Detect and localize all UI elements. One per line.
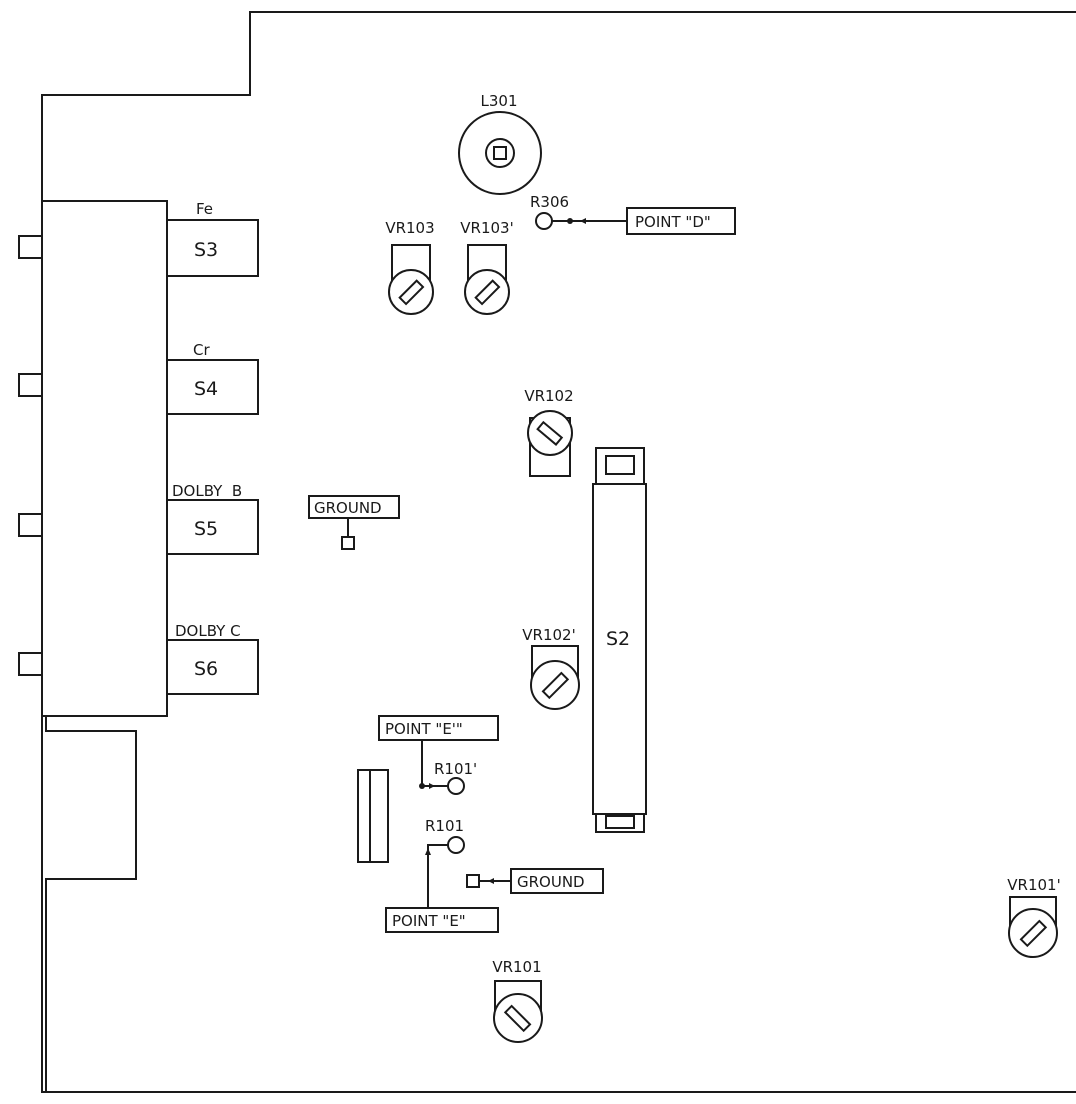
point-d-box [626, 207, 736, 235]
switch-knob-s4[interactable] [18, 373, 43, 397]
label-r101p: R101' [434, 760, 477, 778]
coil-l301-outer [458, 111, 542, 195]
junction-dot-d [567, 218, 573, 224]
trimmer-vr103p[interactable] [464, 244, 510, 315]
label-r101: R101 [425, 817, 464, 835]
coil-l301-slot [493, 146, 507, 160]
switch-s5[interactable] [166, 499, 259, 555]
test-pad-r306[interactable] [535, 212, 553, 230]
ground-bottom-pad[interactable] [466, 874, 480, 888]
label-s3: S3 [194, 239, 218, 261]
label-vr102p: VR102' [522, 626, 575, 644]
label-s2: S2 [606, 628, 630, 650]
switch-knob-s5[interactable] [18, 513, 43, 537]
point-e-box [385, 907, 499, 933]
label-s5: S5 [194, 518, 218, 540]
switch-knob-s6[interactable] [18, 652, 43, 676]
label-point-d: POINT "D" [635, 213, 711, 231]
label-point-e: POINT "E" [392, 912, 466, 930]
trimmer-vr102[interactable] [527, 410, 573, 477]
coil-l301-core[interactable] [485, 138, 515, 168]
label-vr103p: VR103' [460, 219, 513, 237]
label-dolby-c: DOLBY C [175, 622, 241, 640]
arrow-r101p [429, 783, 435, 789]
label-vr101p: VR101' [1007, 876, 1060, 894]
label-s4: S4 [194, 378, 218, 400]
trimmer-vr101[interactable] [493, 980, 543, 1043]
point-ep-box [378, 715, 499, 741]
label-vr103: VR103 [385, 219, 434, 237]
test-pad-r101p[interactable] [447, 777, 465, 795]
arrow-ground-bottom [488, 878, 494, 884]
label-point-ep: POINT "E'" [385, 720, 463, 738]
switch-s4[interactable] [166, 359, 259, 415]
trimmer-vr102p[interactable] [530, 645, 580, 710]
label-dolby-b: DOLBY B [172, 482, 242, 500]
lead-r101-point-e [427, 844, 448, 908]
test-pad-r101[interactable] [447, 836, 465, 854]
trimmer-vr101p[interactable] [1008, 896, 1058, 958]
label-s6: S6 [194, 658, 218, 680]
label-l301: L301 [481, 92, 518, 110]
label-cr: Cr [193, 341, 210, 359]
arrow-r101 [425, 848, 431, 855]
label-vr101: VR101 [492, 958, 541, 976]
ground-top-pad[interactable] [341, 536, 355, 550]
junction-dot-ep [419, 783, 425, 789]
label-ground-top: GROUND [314, 499, 382, 517]
label-vr102: VR102 [524, 387, 573, 405]
ground-top-box [308, 495, 400, 519]
trimmer-vr103[interactable] [388, 244, 434, 315]
label-ground-bottom: GROUND [517, 873, 585, 891]
component-block [357, 769, 389, 863]
label-fe: Fe [196, 200, 213, 218]
slide-switch-s2[interactable] [592, 447, 647, 833]
switch-knob-s3[interactable] [18, 235, 43, 259]
switch-block-housing [41, 200, 168, 717]
arrow-point-d [580, 218, 586, 224]
ground-bottom-box [510, 868, 604, 894]
label-r306: R306 [530, 193, 569, 211]
board-outline [41, 11, 1076, 1093]
switch-s3[interactable] [166, 219, 259, 277]
switch-s6[interactable] [166, 639, 259, 695]
